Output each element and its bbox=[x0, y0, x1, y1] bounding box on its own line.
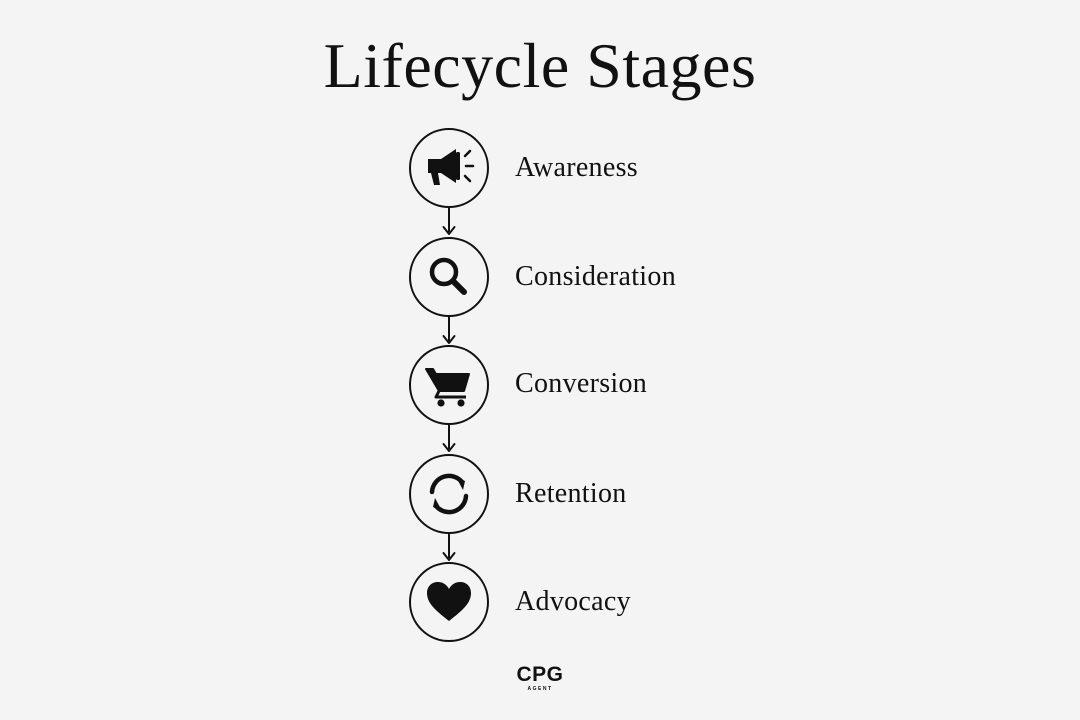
brand-logo: CPG AGENT bbox=[490, 663, 590, 693]
stage-retention-label: Retention bbox=[515, 478, 627, 509]
page-title: Lifecycle Stages bbox=[323, 30, 757, 101]
arrow-down-icon bbox=[442, 206, 456, 235]
stage-advocacy-node bbox=[409, 562, 489, 642]
heart-icon bbox=[427, 582, 471, 621]
arrow-down-icon bbox=[442, 423, 456, 452]
arrow-down-icon bbox=[442, 532, 456, 561]
stage-consideration-node bbox=[409, 237, 489, 317]
stage-awareness-node bbox=[409, 128, 489, 208]
arrow-down-icon bbox=[442, 315, 456, 344]
magnifier-icon bbox=[429, 257, 467, 295]
stage-advocacy-label: Advocacy bbox=[515, 586, 631, 617]
stage-conversion-label: Conversion bbox=[515, 368, 648, 399]
logo-subtitle: AGENT bbox=[527, 686, 553, 692]
stage-conversion-node bbox=[409, 345, 489, 425]
stage-awareness-label: Awareness bbox=[515, 152, 638, 183]
refresh-cycle-icon bbox=[429, 473, 469, 515]
stage-consideration-label: Consideration bbox=[515, 261, 676, 292]
logo-wordmark: CPG bbox=[516, 663, 564, 686]
megaphone-icon bbox=[428, 149, 475, 185]
shopping-cart-icon bbox=[425, 368, 470, 407]
stage-retention-node bbox=[409, 454, 489, 534]
